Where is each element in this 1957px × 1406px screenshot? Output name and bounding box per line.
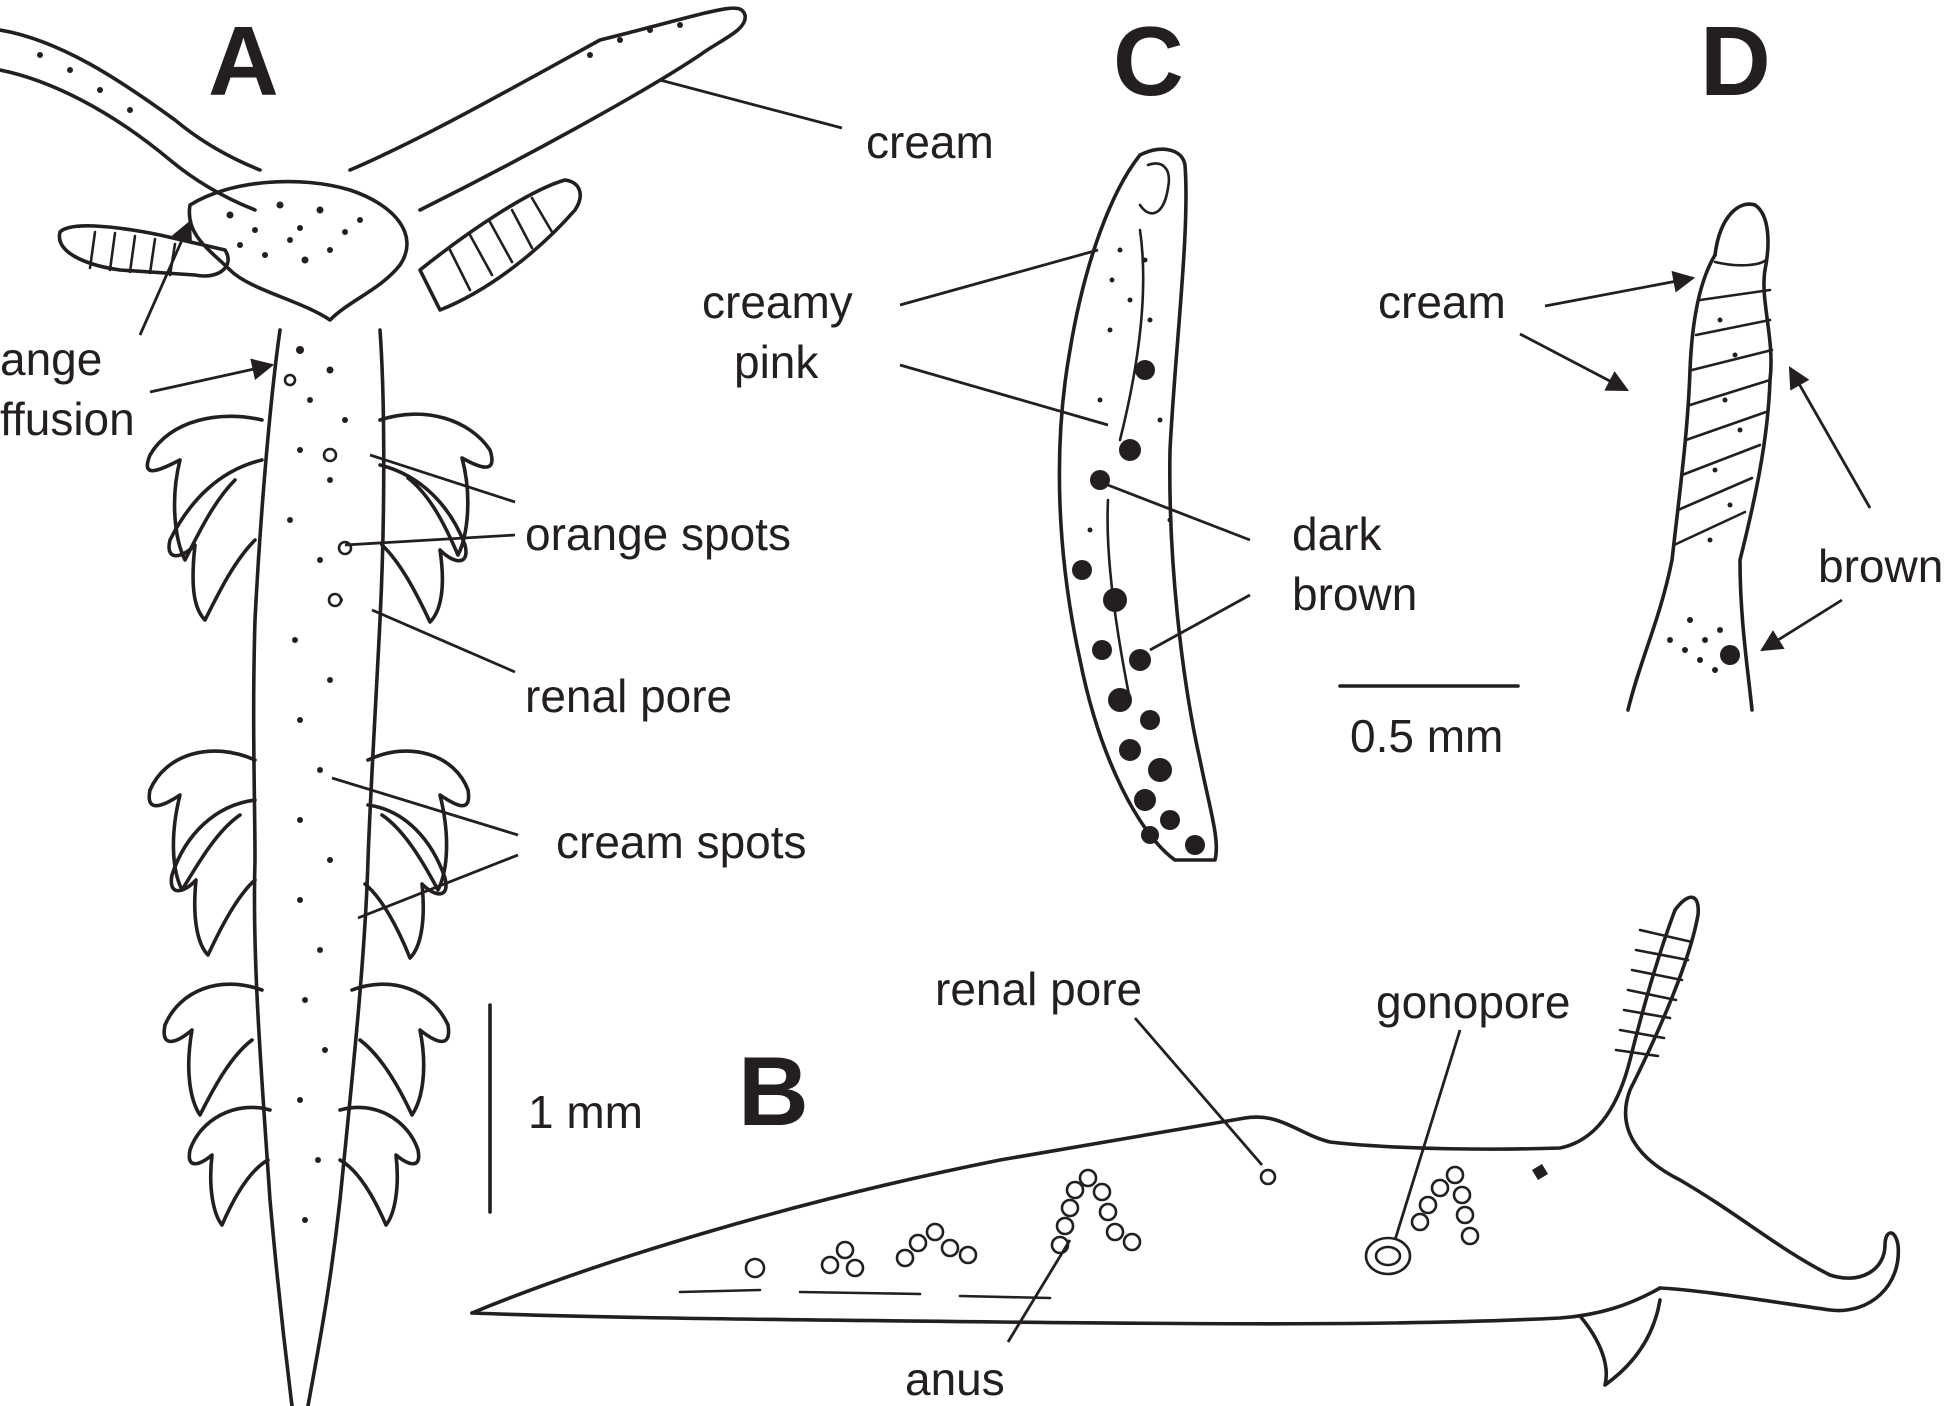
label-cream-a: cream <box>866 116 994 168</box>
panel-c-label: C <box>1113 6 1184 116</box>
label-creamy: creamy <box>702 276 853 328</box>
scale-bar-0-5mm-label: 0.5 mm <box>1350 710 1503 762</box>
panel-a-drawing <box>0 6 747 1406</box>
label-cream-d: cream <box>1378 276 1506 328</box>
panel-d-label: D <box>1700 6 1771 116</box>
scale-bar-1mm-label: 1 mm <box>528 1086 643 1138</box>
label-dark: dark <box>1292 508 1382 560</box>
label-orange-spots: orange spots <box>525 508 791 560</box>
panel-b-drawing <box>470 895 1901 1387</box>
label-cream-spots: cream spots <box>556 816 807 868</box>
panel-b-label: B <box>738 1036 809 1146</box>
label-brown-d: brown <box>1818 540 1943 592</box>
label-orange-effusion-line1: ange <box>0 333 102 385</box>
panel-d-drawing <box>1626 202 1774 712</box>
label-pink: pink <box>734 336 819 388</box>
panel-c-drawing <box>1057 147 1219 862</box>
label-anus: anus <box>905 1353 1005 1405</box>
label-gonopore: gonopore <box>1376 976 1570 1028</box>
label-dark-brown: brown <box>1292 568 1417 620</box>
label-orange-effusion-line2: ffusion <box>0 393 135 445</box>
panel-a-label: A <box>208 6 279 116</box>
label-renal-pore-a: renal pore <box>525 670 732 722</box>
label-renal-pore-b: renal pore <box>935 963 1142 1015</box>
